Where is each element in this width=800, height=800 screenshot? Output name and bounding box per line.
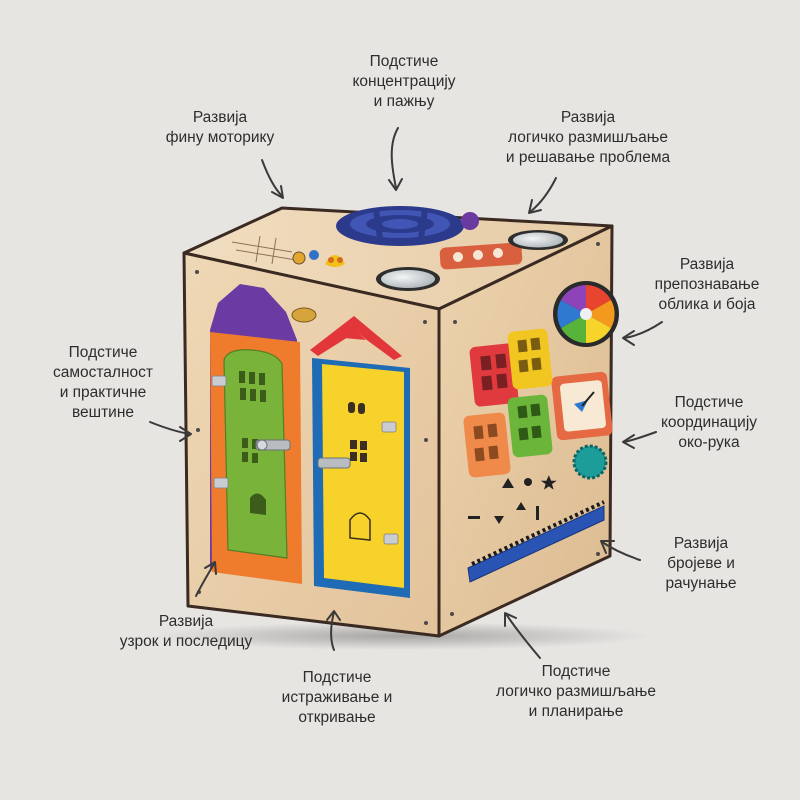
arrow-icon xyxy=(149,421,192,442)
side-face-toys xyxy=(450,242,619,616)
label-shapes-colors: Развија препознавање облика и боја xyxy=(654,256,760,313)
arrow-icon xyxy=(195,561,217,597)
arrow-icon xyxy=(528,177,557,214)
label-logic-problem: Развија логичко размишљање и решавање пр… xyxy=(505,109,671,166)
front-face-doors xyxy=(195,270,428,625)
arrow-icon xyxy=(622,321,663,346)
cube-shadow xyxy=(150,622,650,650)
top-face-toys xyxy=(231,206,568,291)
label-logic-planning: Подстиче логичко размишљање и планирање xyxy=(496,663,656,720)
arrow-icon xyxy=(326,610,341,651)
label-eye-hand: Подстиче координацију око-рука xyxy=(660,394,758,451)
label-independence: Подстиче самосталност и практичне вештин… xyxy=(52,344,154,421)
label-concentration: Подстиче концентрацију и пажњу xyxy=(352,53,456,110)
label-numbers: Развија бројеве и рачунање xyxy=(665,535,737,592)
arrow-icon xyxy=(504,612,541,659)
label-exploration: Подстиче истраживање и откривање xyxy=(281,669,393,726)
arrow-icon xyxy=(600,540,641,561)
label-fine-motor: Развија фину моторику xyxy=(165,109,275,146)
arrow-icon xyxy=(261,159,284,199)
arrow-icon xyxy=(388,127,403,191)
label-cause-effect: Развија узрок и последицу xyxy=(119,613,253,650)
arrow-icon xyxy=(622,431,657,449)
